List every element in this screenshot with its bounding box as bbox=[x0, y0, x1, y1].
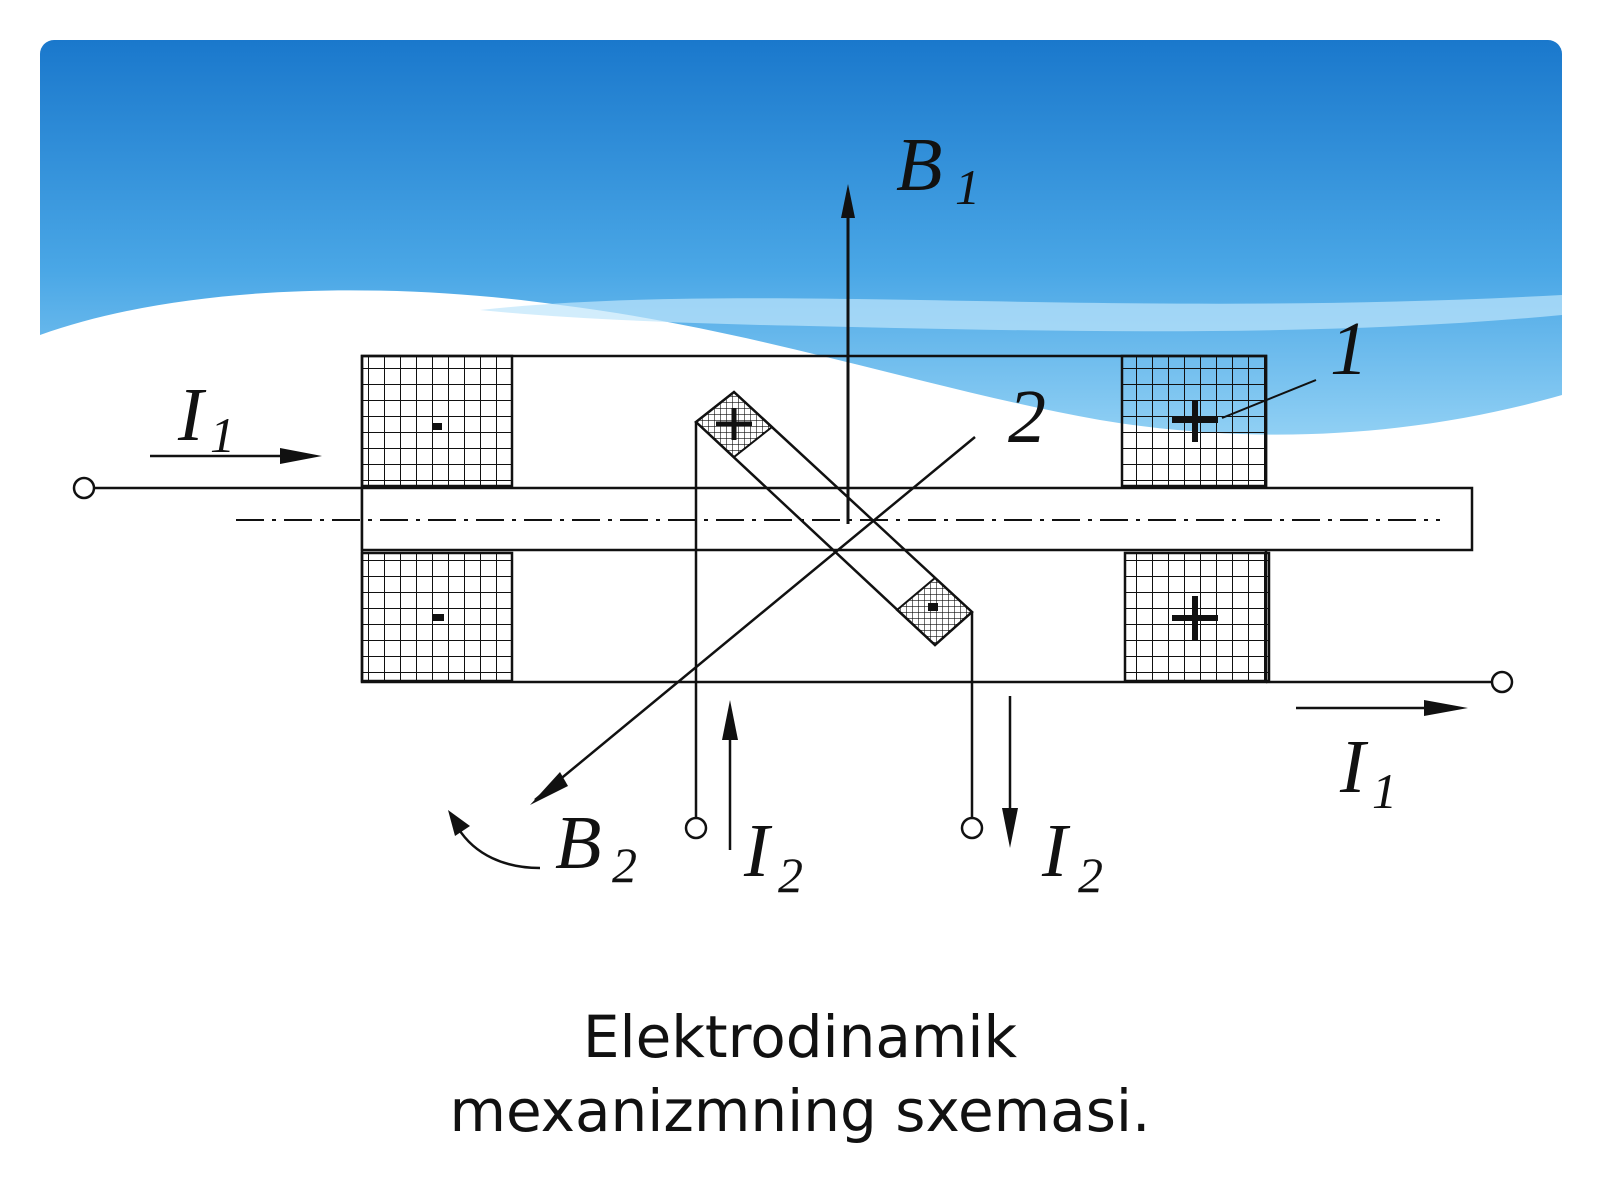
label-i2-left-sub: 2 bbox=[778, 847, 803, 903]
label-i1-right-sub: 1 bbox=[1372, 763, 1397, 819]
label-i1-left-sub: 1 bbox=[210, 407, 235, 463]
label-i2-right-sub: 2 bbox=[1078, 847, 1103, 903]
b2-arrowhead bbox=[530, 772, 568, 805]
label-i1-right: I bbox=[1339, 725, 1369, 809]
cross-symbol bbox=[1172, 400, 1218, 442]
leader-line-1 bbox=[1221, 379, 1317, 419]
rotation-arrow bbox=[456, 827, 541, 870]
label-part-2: 2 bbox=[1008, 375, 1046, 459]
diagram-labels: B 1 B 2 I 1 I 1 I 2 I 2 1 2 bbox=[177, 123, 1397, 903]
label-b1: B bbox=[896, 123, 942, 207]
dot-symbol bbox=[928, 603, 938, 611]
label-b2-sub: 2 bbox=[612, 837, 637, 893]
cross-symbol bbox=[1172, 596, 1218, 640]
i1-right-arrowhead bbox=[1424, 700, 1468, 716]
dot-symbol bbox=[432, 423, 442, 430]
label-b1-sub: 1 bbox=[955, 159, 980, 215]
label-b2: B bbox=[555, 801, 601, 885]
electrodynamic-mechanism-diagram bbox=[72, 184, 1514, 870]
caption-line-1: Elektrodinamik bbox=[582, 1003, 1018, 1071]
i1-left-arrowhead bbox=[280, 448, 322, 464]
coil-section-top-left bbox=[360, 354, 514, 488]
label-i1-left: I bbox=[177, 373, 207, 457]
rotation-arrowhead bbox=[448, 810, 470, 836]
i2-down-arrowhead bbox=[1002, 808, 1018, 848]
b1-arrowhead bbox=[841, 184, 855, 218]
terminal-left bbox=[72, 476, 96, 500]
label-i2-left: I bbox=[743, 809, 773, 893]
caption-line-2: mexanizmning sxemasi. bbox=[449, 1077, 1151, 1145]
terminal-right bbox=[1490, 670, 1514, 694]
label-part-1: 1 bbox=[1330, 307, 1368, 391]
terminal-i2-left bbox=[684, 816, 708, 840]
dot-symbol bbox=[432, 614, 444, 621]
b2-arrow bbox=[534, 436, 976, 801]
cross-symbol bbox=[716, 408, 752, 440]
label-i2-right: I bbox=[1041, 809, 1071, 893]
slide-caption: Elektrodinamik mexanizmning sxemasi. bbox=[0, 1000, 1600, 1148]
terminal-i2-right bbox=[960, 816, 984, 840]
i2-up-arrowhead bbox=[722, 700, 738, 740]
